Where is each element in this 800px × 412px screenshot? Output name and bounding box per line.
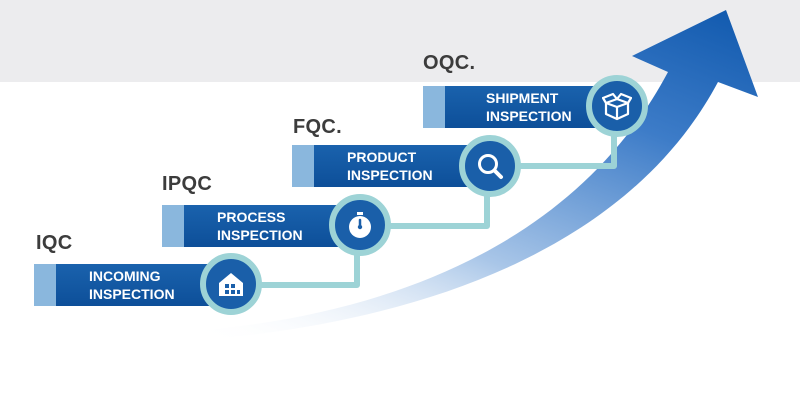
step-label-line2: INSPECTION [347, 167, 433, 183]
open-box-icon-badge [586, 75, 648, 137]
warehouse-icon-badge [200, 253, 262, 315]
step-label: INCOMING INSPECTION [89, 267, 175, 303]
connector-1 [259, 252, 360, 288]
stopwatch-icon [349, 212, 371, 238]
step-code-iqc: IQC [36, 232, 73, 254]
growth-arrow [80, 10, 758, 345]
bar-tab [292, 145, 314, 187]
step-label-line2: INSPECTION [89, 286, 175, 302]
step-label-line1: PRODUCT [347, 149, 417, 165]
stopwatch-icon-badge [329, 194, 391, 256]
step-code-fqc: FQC. [293, 116, 342, 138]
step-label: SHIPMENT INSPECTION [486, 89, 572, 125]
connector-2 [385, 190, 490, 229]
step-code-ipqc: IPQC [162, 173, 213, 195]
step-label-line2: INSPECTION [217, 227, 303, 243]
step-label-line2: INSPECTION [486, 108, 572, 124]
bar-tab [34, 264, 56, 306]
step-label-line1: SHIPMENT [486, 90, 559, 106]
step-label-line1: PROCESS [217, 209, 286, 225]
step-label: PROCESS INSPECTION [217, 208, 303, 244]
magnifier-icon-badge [459, 135, 521, 197]
step-label-line1: INCOMING [89, 268, 161, 284]
step-code-oqc: OQC. [423, 52, 476, 74]
open-box-icon [602, 92, 632, 121]
connector-lines [259, 128, 617, 288]
step-label: PRODUCT INSPECTION [347, 148, 433, 184]
connector-3 [518, 128, 617, 169]
magnifier-icon [478, 154, 503, 179]
bar-tab [423, 86, 445, 128]
warehouse-icon [219, 273, 243, 296]
bar-tab [162, 205, 184, 247]
